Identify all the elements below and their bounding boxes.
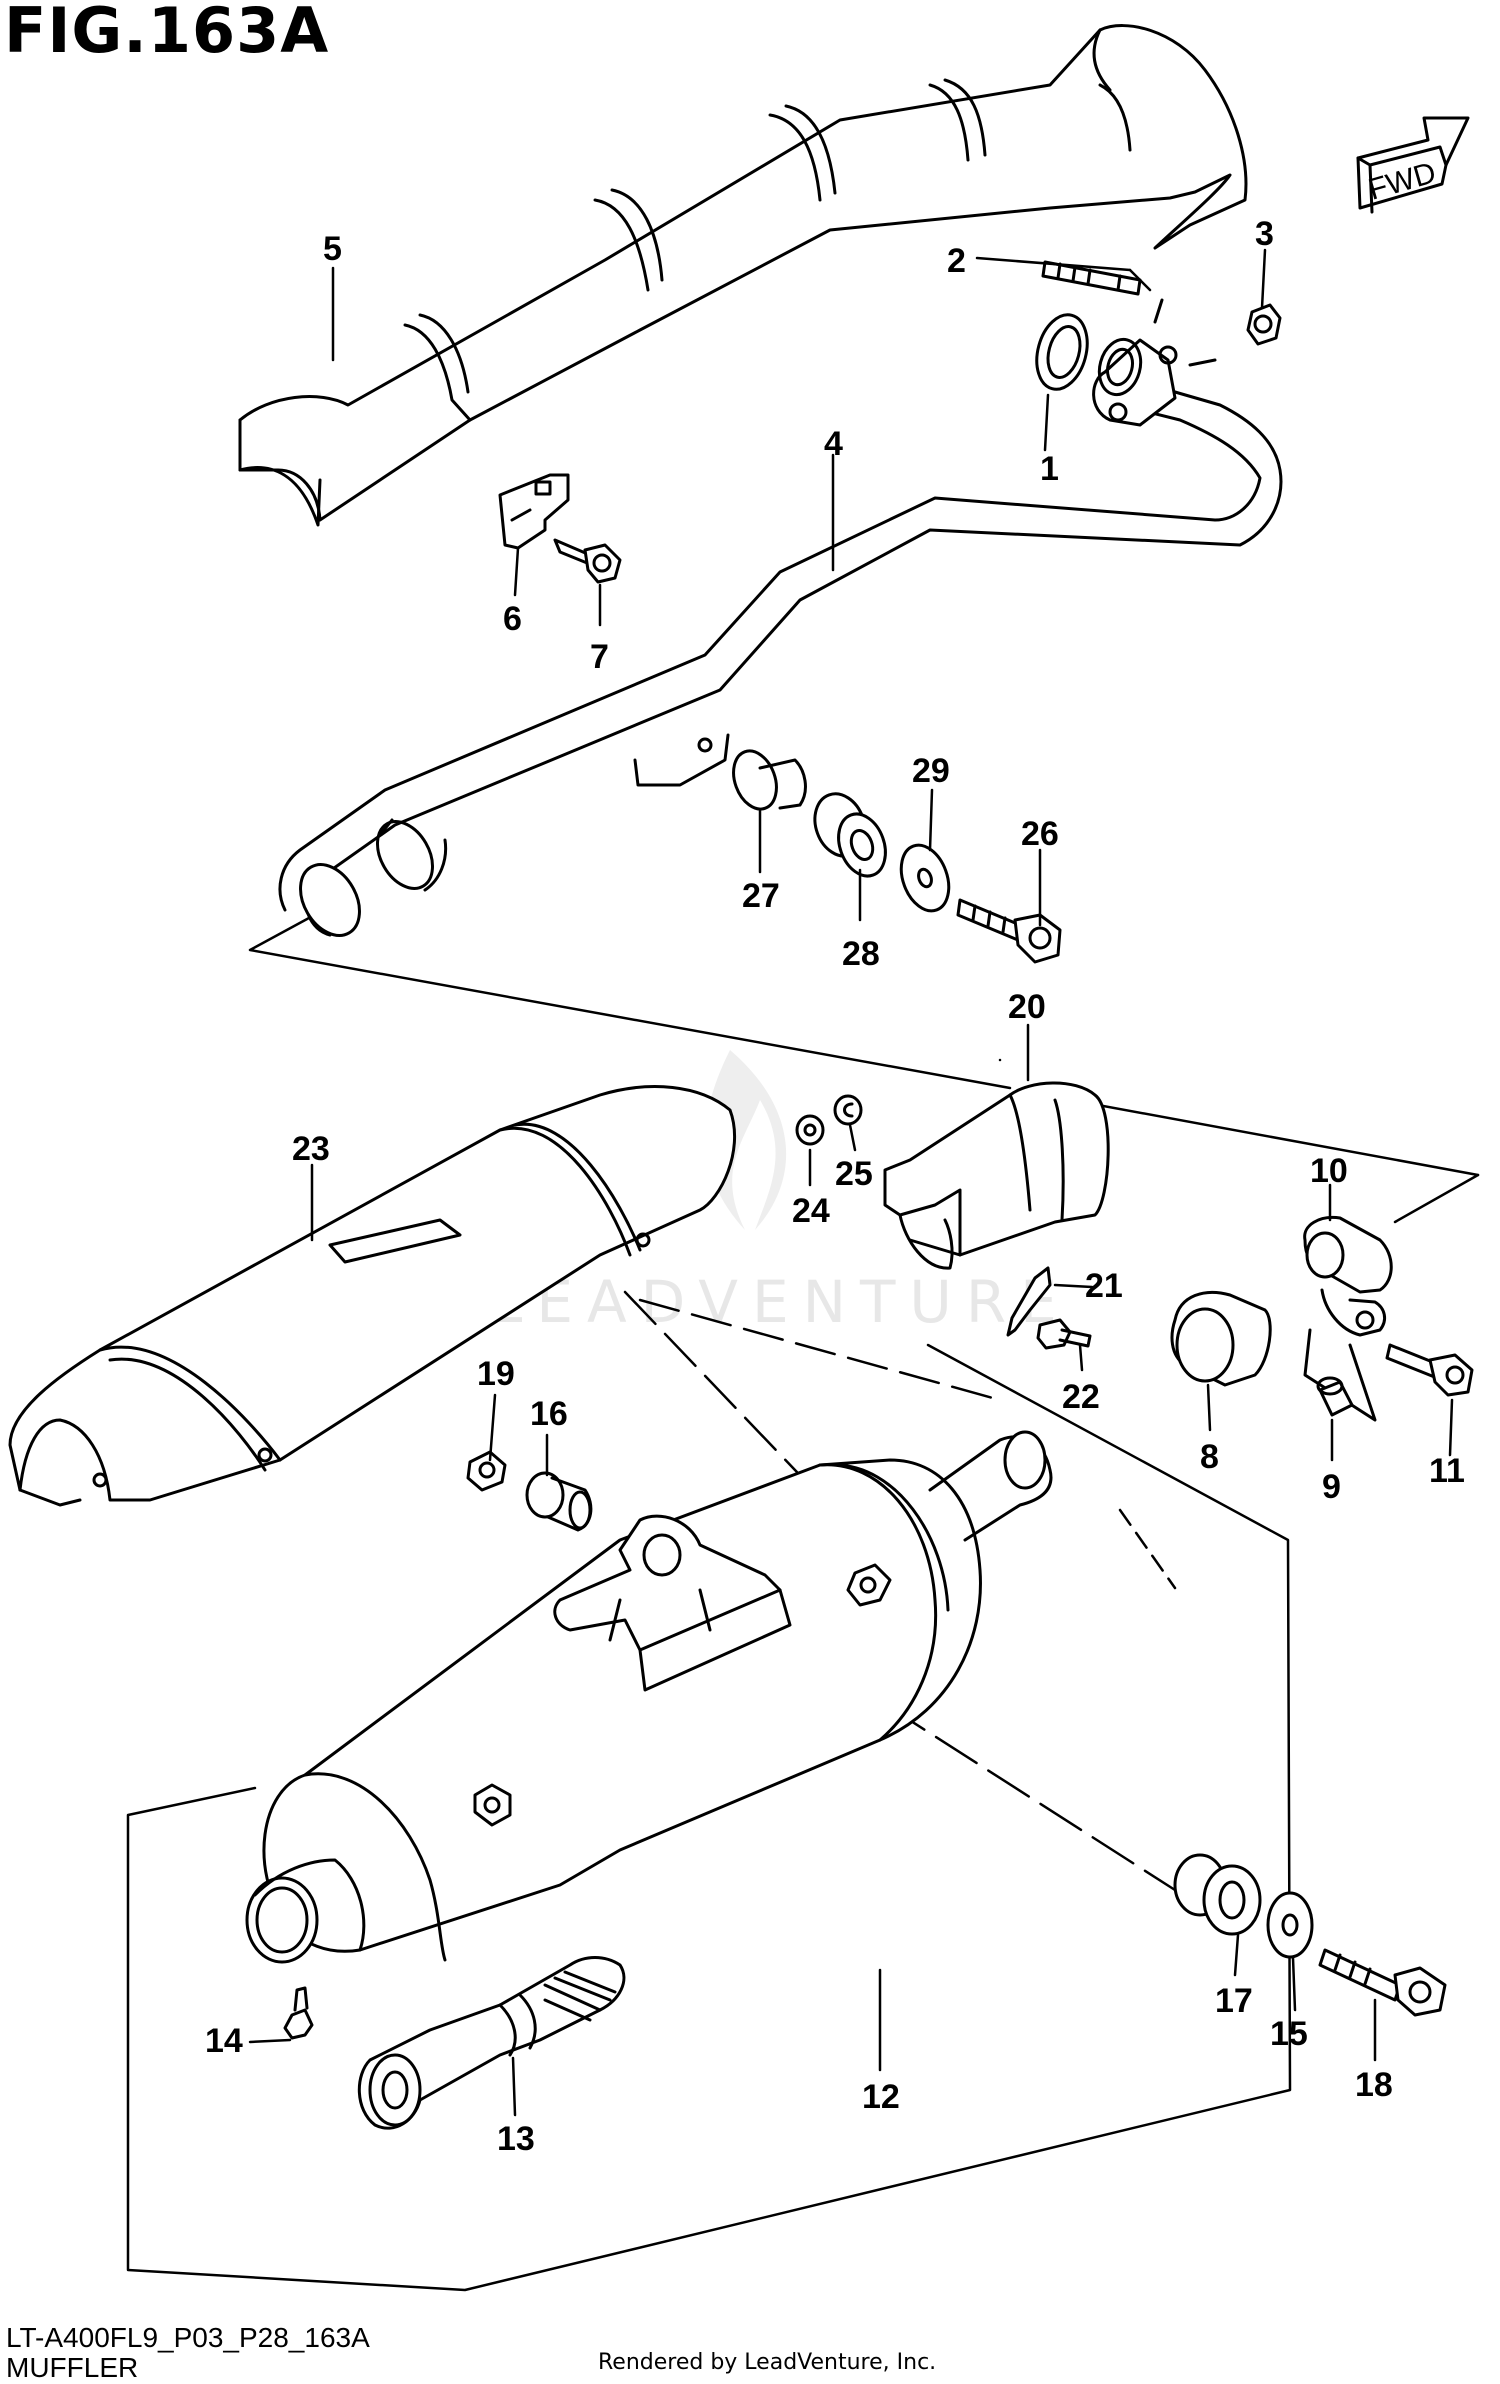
part-5-pipe-cover <box>238 24 1248 527</box>
callout-17: 17 <box>1215 1982 1253 2020</box>
figure-name: MUFFLER <box>6 2352 139 2383</box>
part-4-exhaust-pipe <box>278 298 1283 937</box>
callout-2: 2 <box>947 242 966 280</box>
part-6-bracket <box>498 473 570 550</box>
part-19-nut <box>466 1450 507 1492</box>
callout-14: 14 <box>205 2022 243 2060</box>
callout-19: 19 <box>477 1355 515 1393</box>
callout-18: 18 <box>1355 2066 1393 2104</box>
callout-27: 27 <box>742 877 780 915</box>
callout-3: 3 <box>1255 215 1274 253</box>
figure-code: LT-A400FL9_P03_P28_163A <box>6 2322 370 2353</box>
render-credit: Rendered by LeadVenture, Inc. <box>598 2350 937 2375</box>
callout-29: 29 <box>912 752 950 790</box>
part-27-collar <box>732 749 807 811</box>
part-23-muffler-cover <box>8 1085 736 1507</box>
part-2-stud <box>1041 260 1142 296</box>
part-8-joint-gasket <box>1170 1290 1272 1387</box>
watermark-text: LEADVENTURE <box>490 1268 1071 1336</box>
callout-15: 15 <box>1270 2015 1308 2053</box>
callout-22: 22 <box>1062 1378 1100 1416</box>
callout-13: 13 <box>497 2120 535 2158</box>
callout-28: 28 <box>842 935 880 973</box>
part-25-nut <box>833 1094 863 1126</box>
callout-25: 25 <box>835 1155 873 1193</box>
part-20-joint-cover <box>883 1081 1110 1270</box>
callout-9: 9 <box>1322 1468 1341 1506</box>
part-18-bolt <box>1318 1948 1447 2017</box>
part-24-washer <box>795 1114 825 1146</box>
callout-10: 10 <box>1310 1152 1348 1190</box>
callout-4: 4 <box>824 425 843 463</box>
callout-26: 26 <box>1021 815 1059 853</box>
part-29-washer <box>899 843 951 913</box>
callout-11: 11 <box>1429 1452 1465 1490</box>
part-7-bolt <box>553 538 622 584</box>
part-3-nut <box>1246 303 1282 346</box>
part-15-washer <box>1266 1891 1314 1959</box>
callout-8: 8 <box>1200 1438 1219 1476</box>
callout-6: 6 <box>503 600 522 638</box>
part-9-clamp-spacer <box>1316 1376 1354 1417</box>
callout-16: 16 <box>530 1395 568 1433</box>
part-16-collar <box>525 1471 593 1532</box>
part-28-cushion <box>813 792 887 878</box>
part-14-arrester-screw <box>283 1986 314 2040</box>
part-10-clamp <box>1303 1215 1393 1422</box>
callout-labels: 1 2 3 4 5 6 7 8 9 10 11 12 13 14 15 16 1… <box>205 215 1465 2158</box>
part-21-cover-clip <box>1006 1266 1052 1337</box>
callout-21: 21 <box>1085 1267 1123 1305</box>
callout-1: 1 <box>1040 450 1059 488</box>
part-13-spark-arrester <box>357 1956 626 2130</box>
callout-5: 5 <box>323 230 342 268</box>
part-11-clamp-bolt <box>1385 1343 1474 1397</box>
part-1-gasket <box>1035 313 1089 391</box>
callout-24: 24 <box>792 1192 830 1230</box>
callout-7: 7 <box>590 638 609 676</box>
callout-23: 23 <box>292 1130 330 1168</box>
forward-arrow: FWD <box>1356 116 1470 214</box>
part-17-cushion <box>1173 1853 1262 1936</box>
callout-12: 12 <box>862 2078 900 2116</box>
part-12-muffler-body <box>245 1430 1053 1964</box>
part-26-bolt <box>956 898 1062 964</box>
figure-title: FIG.163A <box>4 0 330 67</box>
watermark: LEADVENTURE <box>490 1050 1071 1336</box>
part-22-screw <box>1036 1318 1092 1350</box>
callout-20: 20 <box>1008 988 1046 1026</box>
leader-lines <box>248 248 1454 2117</box>
